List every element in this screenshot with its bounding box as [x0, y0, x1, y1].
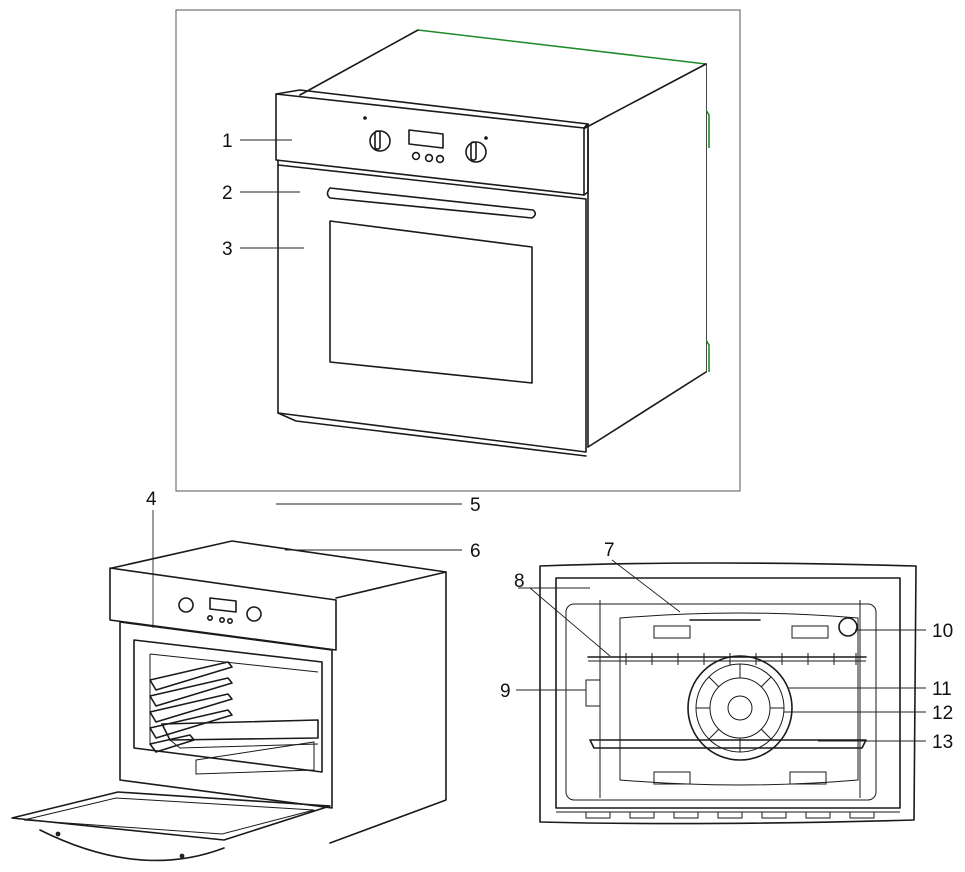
callout-5: 5	[470, 495, 481, 516]
open-oven-front-frame	[119, 621, 333, 809]
display-icon	[408, 129, 445, 164]
callout-4: 4	[146, 489, 157, 510]
top-back-edge	[417, 29, 707, 65]
open-oven-right-knob-icon	[246, 606, 262, 622]
callout-9: 9	[500, 681, 511, 702]
door-handle	[326, 187, 537, 219]
open-door-handle	[39, 829, 225, 862]
callout-6: 6	[470, 541, 481, 562]
callout-13: 13	[932, 732, 953, 753]
oven-cavity-opening	[133, 639, 323, 773]
oven-floor	[195, 741, 315, 775]
callout-10: 10	[932, 621, 953, 642]
callout-1: 1	[222, 131, 233, 152]
back-vent	[789, 771, 827, 785]
callout-2: 2	[222, 183, 233, 204]
shelf-runners	[149, 661, 233, 753]
callout-3: 3	[222, 239, 233, 260]
fan-cover	[687, 655, 793, 761]
top-back-left-edge	[299, 29, 419, 96]
open-oven-left-knob-icon	[178, 597, 194, 613]
callout-labels: 1 2 3 4 5 6 7 8 9 10 11 12 13	[146, 131, 953, 753]
side-green-mark	[705, 109, 710, 148]
open-door	[11, 791, 331, 841]
oven-top-surface	[300, 30, 706, 128]
baking-tray	[161, 719, 319, 741]
drip-tray	[589, 739, 867, 749]
top-view-frame	[175, 9, 741, 492]
left-knob-icon	[363, 116, 391, 152]
leader-lines	[152, 139, 926, 742]
oven-door	[277, 164, 587, 453]
door-window	[329, 220, 533, 384]
wire-shelf	[587, 653, 867, 665]
right-knob-icon	[465, 136, 488, 163]
side-green-mark-lower	[705, 339, 710, 372]
oven-lamp-icon	[838, 617, 858, 637]
callout-7: 7	[604, 540, 615, 561]
open-oven-control-panel	[109, 567, 337, 651]
closed-oven	[275, 29, 710, 457]
open-oven-display-icon	[209, 597, 237, 613]
open-oven	[11, 540, 447, 862]
callout-12: 12	[932, 703, 953, 724]
callout-11: 11	[932, 679, 952, 700]
cavity-outer-frame	[539, 562, 917, 825]
cavity-front-view	[539, 562, 917, 825]
side-rail	[585, 679, 601, 707]
callout-8: 8	[514, 571, 525, 592]
